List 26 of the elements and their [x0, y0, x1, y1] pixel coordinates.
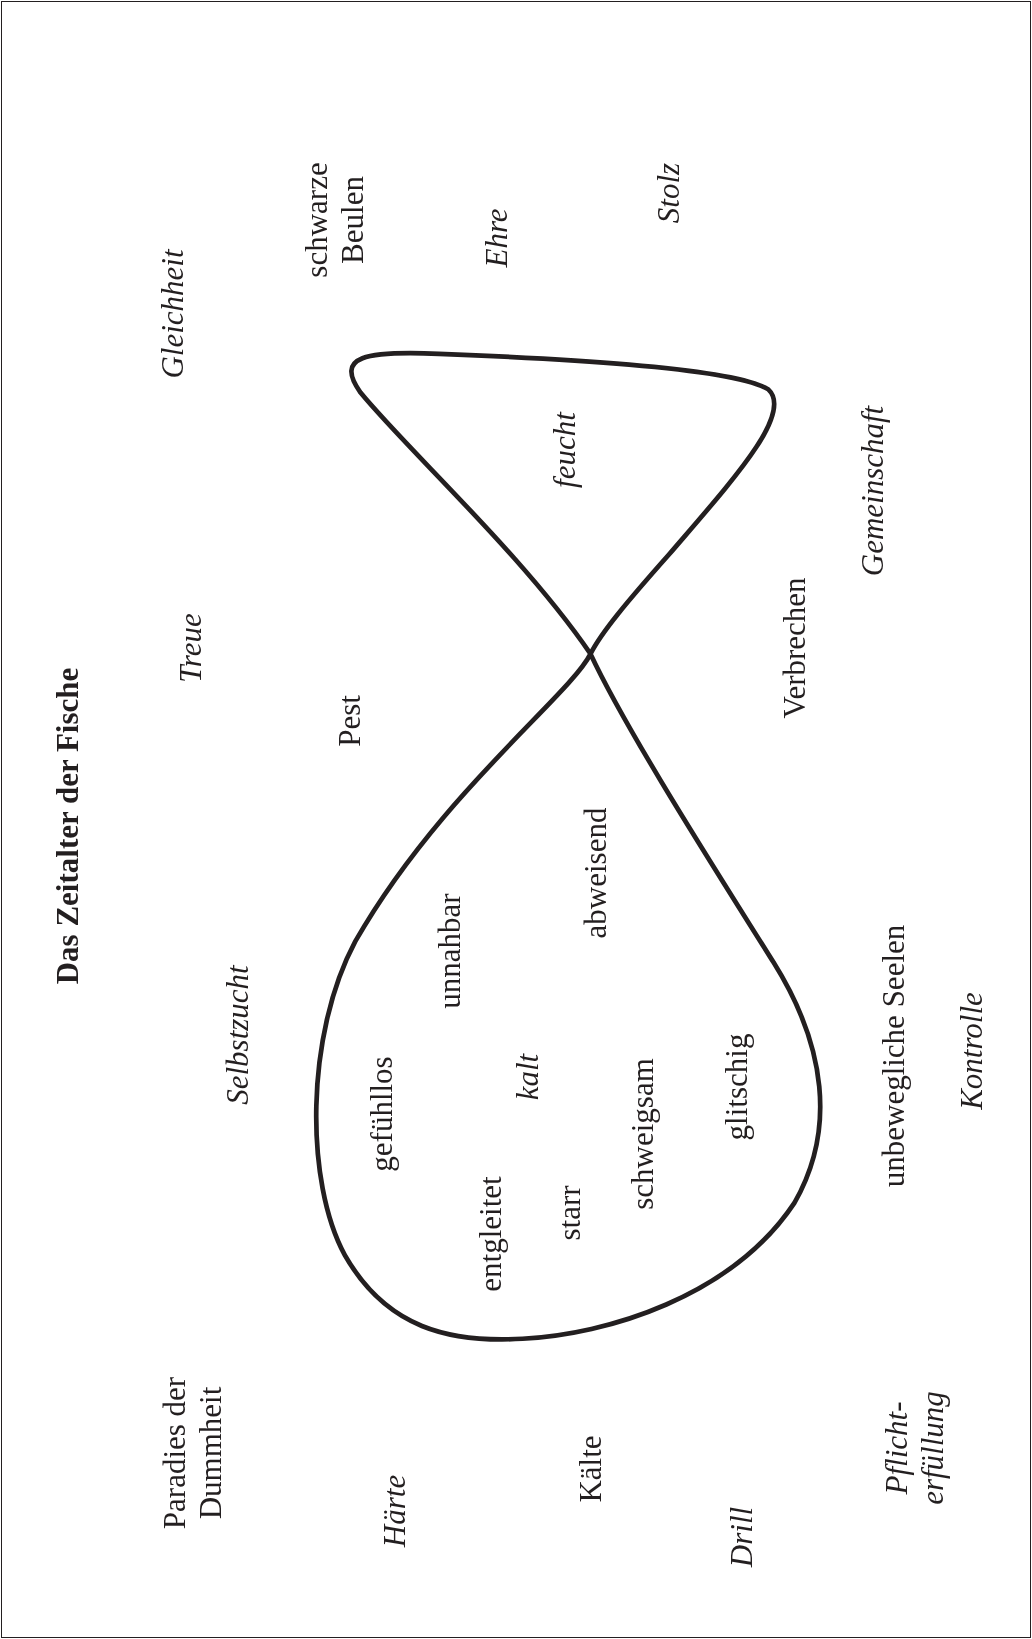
word-label: Stolz — [651, 163, 687, 224]
word-label: Kälte — [572, 1435, 609, 1503]
word-label: Treue — [173, 613, 210, 683]
word-label: glitschig — [719, 1034, 755, 1141]
word-label: entgleitet — [473, 1176, 510, 1292]
word-label: Pflicht- erfüllung — [879, 1390, 951, 1507]
word-label: Selbstzucht — [220, 965, 257, 1105]
word-label: kalt — [510, 1053, 546, 1101]
word-label: schweigsam — [625, 1058, 661, 1211]
word-label: Paradies der Dummheit — [157, 1376, 230, 1532]
word-label: schwarze Beulen — [298, 160, 371, 280]
word-label: Gemeinschaft — [855, 406, 891, 577]
word-label: abweisend — [578, 807, 614, 939]
word-label: Härte — [377, 1474, 414, 1548]
word-label: Pest — [332, 695, 369, 748]
word-label: Verbrechen — [776, 577, 813, 719]
word-label: unnahbar — [431, 893, 468, 1010]
word-label: gefühllos — [363, 1055, 400, 1172]
word-label: Kontrolle — [954, 991, 991, 1110]
word-label: Gleichheit — [154, 249, 191, 379]
word-label: starr — [552, 1185, 588, 1241]
word-label: unbewegliche Seelen — [876, 924, 912, 1188]
word-label: feucht — [546, 411, 583, 488]
word-label: Ehre — [478, 208, 515, 268]
word-label: Drill — [724, 1506, 761, 1568]
diagram-title: Das Zeitalter der Fische — [50, 667, 86, 985]
